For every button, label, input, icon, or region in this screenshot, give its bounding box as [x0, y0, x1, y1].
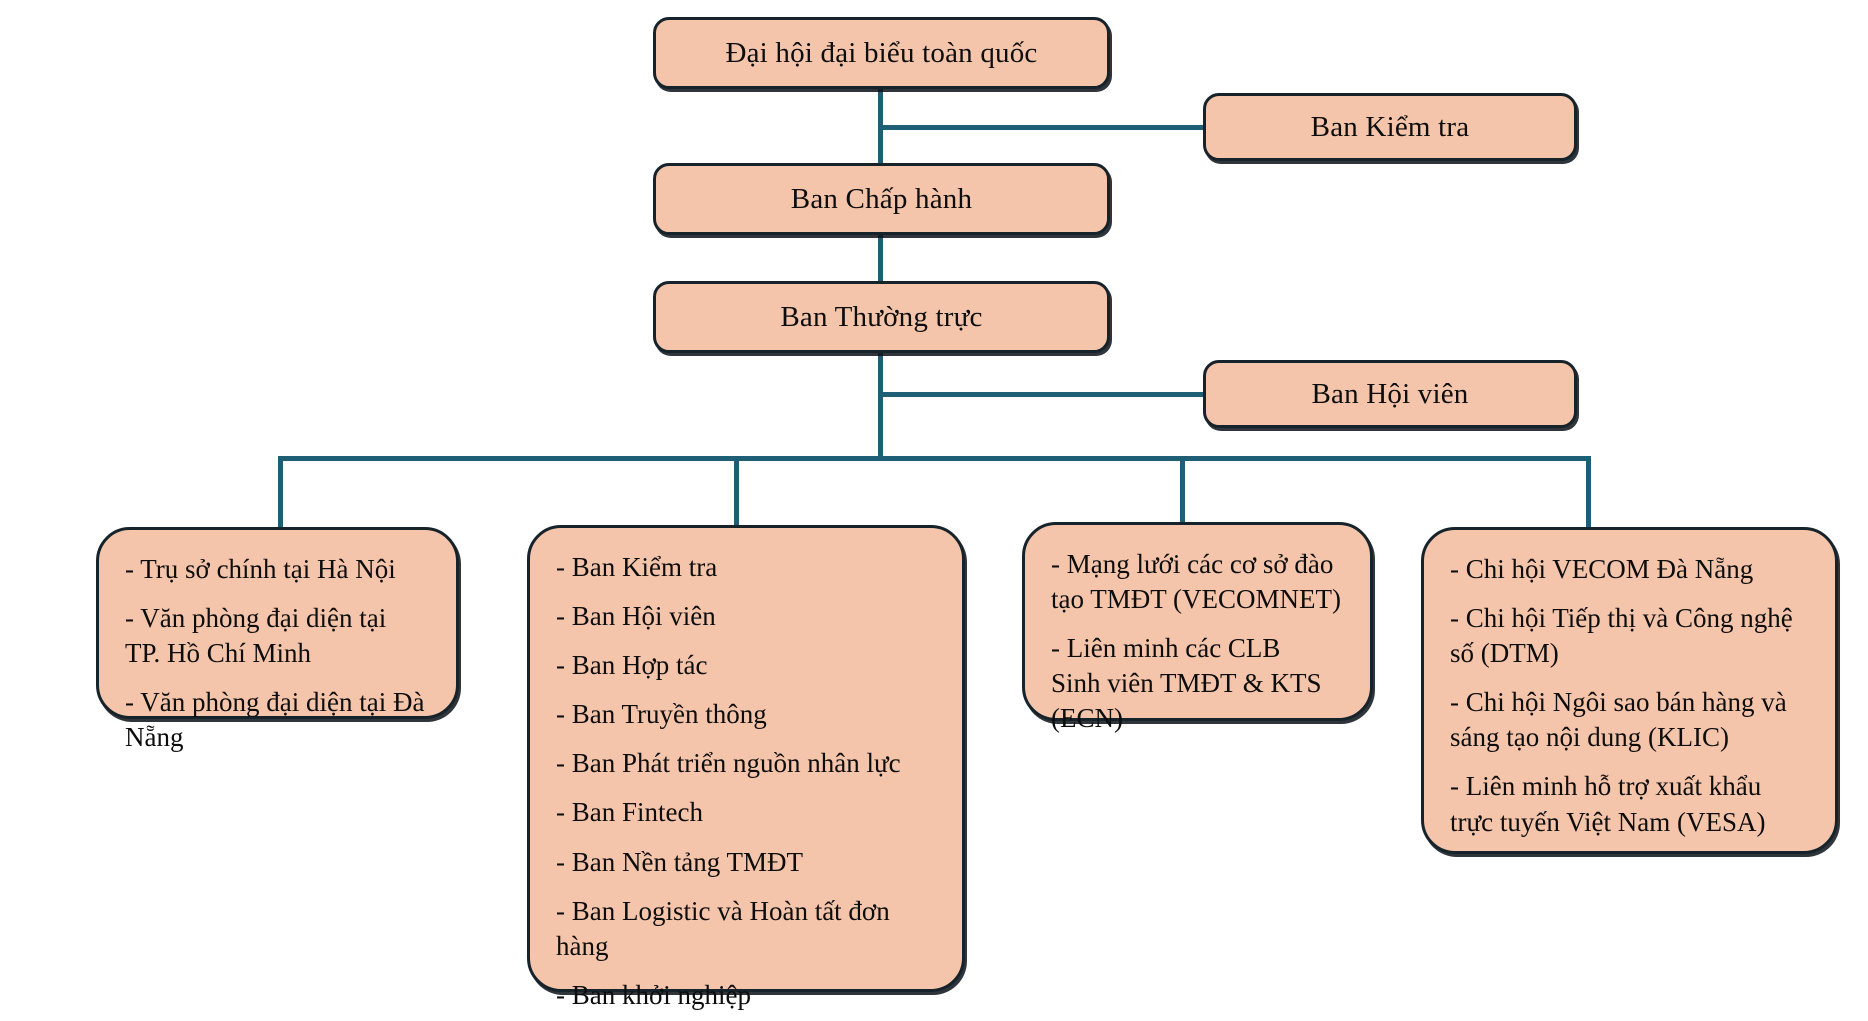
- node-ban-thuong-truc[interactable]: Ban Thường trực: [653, 281, 1110, 353]
- list-item: - Ban Hội viên: [556, 601, 716, 632]
- connector-banthuongtruc-to-banhoivien: [878, 392, 1206, 397]
- list-item: - Liên minh các CLB Sinh viên TMĐT & KTS…: [1051, 633, 1322, 734]
- node-label: Đại hội đại biểu toàn quốc: [725, 36, 1038, 69]
- list-item: - Ban Logistic và Hoàn tất đơn hàng: [556, 895, 890, 961]
- list-item: - Văn phòng đại diện tại TP. Hồ Chí Minh: [125, 603, 387, 669]
- list-item: - Ban Truyền thông: [556, 699, 767, 730]
- list-item: - Trụ sở chính tại Hà Nội: [125, 554, 396, 584]
- list-item: - Văn phòng đại diện tại Đà Nẵng: [125, 687, 425, 753]
- list-item: - Ban Kiểm tra: [556, 552, 718, 582]
- node-ban-hoi-vien-top[interactable]: Ban Hội viên: [1203, 360, 1577, 428]
- list-item: - Ban Fintech: [556, 797, 703, 828]
- list-item: - Ban Hợp tác: [556, 650, 708, 681]
- list-item: - Chi hội Ngôi sao bán hàng và sáng tạo …: [1450, 687, 1787, 753]
- node-chapters[interactable]: - Chi hội VECOM Đà Nẵng - Chi hội Tiếp th…: [1421, 527, 1838, 854]
- node-label: Ban Chấp hành: [790, 182, 973, 215]
- node-departments[interactable]: - Ban Kiểm tra - Ban Hội viên - Ban Hợp tá…: [527, 525, 965, 1010]
- list-item: - Mạng lưới các cơ sở đào tạo TMĐT (VECO…: [1051, 549, 1341, 615]
- connector-banthuongtruc-to-bus: [878, 353, 883, 459]
- list-item: - Chi hội VECOM Đà Nẵng: [1450, 554, 1754, 584]
- node-label: Ban Hội viên: [1311, 377, 1469, 410]
- node-label: Ban Thường trực: [780, 300, 983, 333]
- node-ban-chap-hanh[interactable]: Ban Chấp hành: [653, 163, 1110, 235]
- connector-drop-departments: [734, 456, 739, 529]
- list-item: - Chi hội Tiếp thị và Công nghệ số (DTM): [1450, 603, 1793, 669]
- connector-drop-networks: [1180, 456, 1185, 526]
- node-offices[interactable]: - Trụ sở chính tại Hà Nội - Văn phòng đại…: [96, 527, 459, 752]
- connector-daihoi-to-bankiemtra: [878, 125, 1206, 130]
- node-dai-hoi-dai-bieu-toan-quoc[interactable]: Đại hội đại biểu toàn quốc: [653, 17, 1110, 89]
- connector-drop-offices: [278, 456, 283, 529]
- node-ban-kiem-tra-top[interactable]: Ban Kiểm tra: [1203, 93, 1577, 161]
- list-item: - Liên minh hỗ trợ xuất khẩu trực tuyến …: [1450, 771, 1766, 837]
- connector-drop-chapters: [1586, 456, 1591, 529]
- node-label: Ban Kiểm tra: [1310, 110, 1470, 143]
- list-item: - Ban Phát triển nguồn nhân lực: [556, 748, 901, 779]
- connector-horizontal-bus: [278, 456, 1591, 461]
- connector-banchaphanh-to-banthuongtruc: [878, 235, 883, 283]
- node-networks[interactable]: - Mạng lưới các cơ sở đào tạo TMĐT (VECO…: [1022, 522, 1373, 733]
- list-item: - Ban Nền tảng TMĐT: [556, 846, 803, 877]
- list-item: - Ban khởi nghiệp: [556, 979, 751, 1010]
